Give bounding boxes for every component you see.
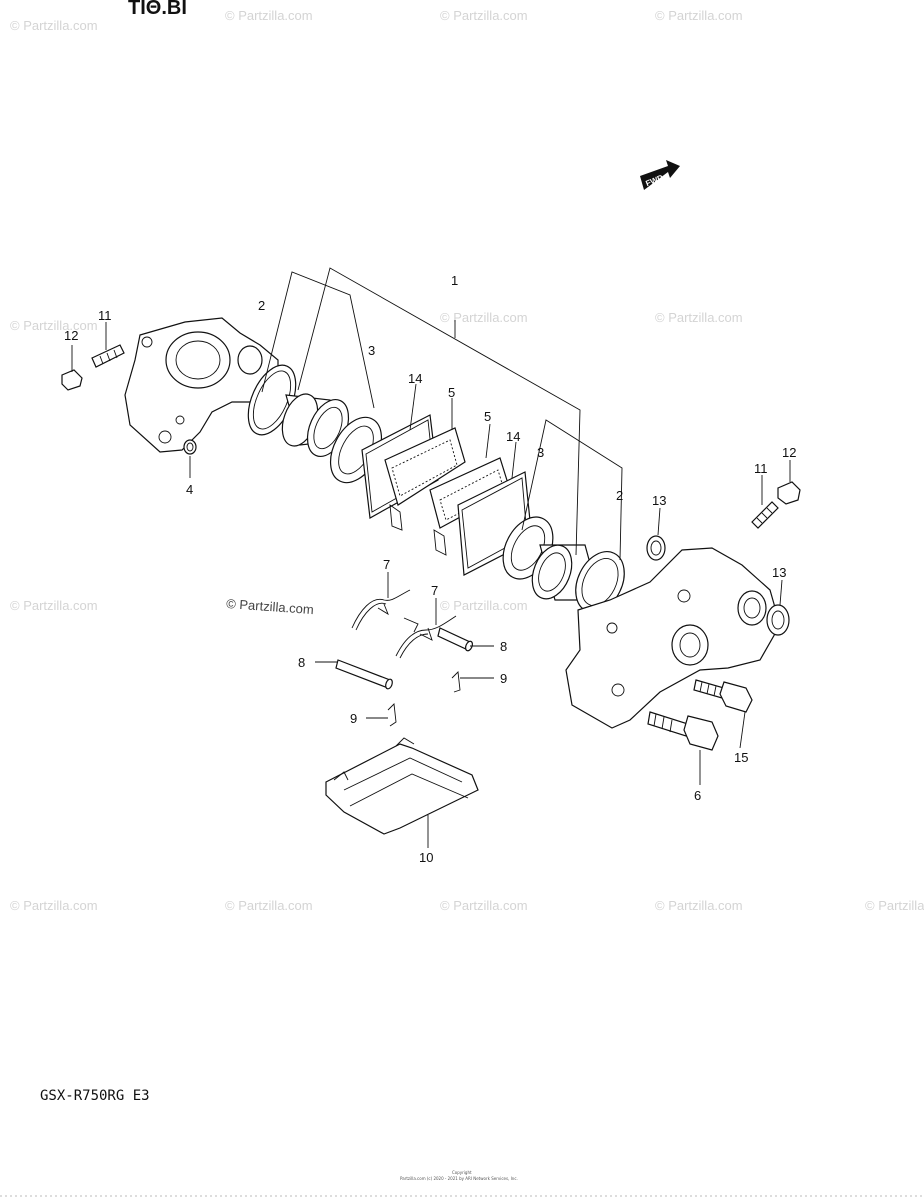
watermark: © Partzilla.com	[10, 18, 98, 33]
callout-8: 8	[500, 639, 507, 654]
model-code: GSX-R750RG E3	[40, 1088, 150, 1104]
part-7-spring-right	[395, 615, 457, 659]
part-9-clip-lower	[387, 703, 397, 727]
watermark: © Partzilla.com	[10, 598, 98, 613]
watermark: © Partzilla.com	[440, 898, 528, 913]
header-fragment: ΤΙΘ.ΒΙ	[128, 0, 187, 19]
callout-labels: 1 2 3 11 12 4 14 5 5 14 3 2 13 11 12 13 …	[64, 273, 796, 865]
footer-copyright-line2: Partzilla.com (c) 2020 - 2021 by ARI Net…	[400, 1176, 518, 1181]
callout-13: 13	[772, 565, 786, 580]
callout-12: 12	[64, 328, 78, 343]
watermark: © Partzilla.com	[865, 898, 924, 913]
watermark: © Partzilla.com	[655, 8, 743, 23]
caliper-half-right	[565, 547, 781, 729]
part-4-washer	[183, 439, 197, 455]
callout-1: 1	[451, 273, 458, 288]
callout-14: 14	[506, 429, 520, 444]
part-13-washer-lower	[766, 604, 790, 636]
callout-15: 15	[734, 750, 748, 765]
part-12-cap-right	[777, 481, 801, 505]
footer-copyright-line1: Copyright	[452, 1170, 472, 1175]
callout-11: 11	[754, 461, 768, 476]
fwd-arrow-icon: FWD	[640, 160, 680, 190]
callout-12: 12	[782, 445, 796, 460]
callout-5: 5	[484, 409, 491, 424]
part-6-bolt	[647, 711, 719, 751]
caliper-half-left	[124, 317, 279, 453]
part-13-washer-upper	[646, 535, 666, 561]
part-11-bleeder-left	[91, 344, 125, 368]
part-10-cover	[325, 737, 479, 835]
callout-3: 3	[537, 445, 544, 460]
callout-9: 9	[350, 711, 357, 726]
callout-14: 14	[408, 371, 422, 386]
watermark: © Partzilla.com	[225, 898, 313, 913]
callout-10: 10	[419, 850, 433, 865]
part-8-pin-left	[335, 659, 393, 690]
callout-13: 13	[652, 493, 666, 508]
callout-9: 9	[500, 671, 507, 686]
watermark: © Partzilla.com	[440, 598, 528, 613]
part-2-seal-right	[575, 551, 625, 613]
part-15-bolt	[693, 679, 753, 713]
callout-4: 4	[186, 482, 193, 497]
callout-7: 7	[383, 557, 390, 572]
part-12-cap-left	[61, 369, 83, 391]
callout-7: 7	[431, 583, 438, 598]
callout-5: 5	[448, 385, 455, 400]
watermark: © Partzilla.com	[10, 318, 98, 333]
callout-2: 2	[616, 488, 623, 503]
watermark: © Partzilla.com	[440, 310, 528, 325]
partzilla-copyright: © Partzilla.com	[226, 596, 314, 617]
watermark: © Partzilla.com	[655, 898, 743, 913]
callout-2: 2	[258, 298, 265, 313]
watermark: © Partzilla.com	[655, 310, 743, 325]
part-5-pad-left	[384, 427, 466, 531]
part-7-spring-left	[351, 589, 411, 631]
assembly-bracket-1	[261, 267, 623, 561]
watermark-layer: © Partzilla.com © Partzilla.com © Partzi…	[10, 8, 924, 913]
watermark: © Partzilla.com	[10, 898, 98, 913]
part-11-bleeder-right	[751, 501, 779, 529]
part-9-clip-upper	[451, 671, 461, 693]
watermark: © Partzilla.com	[225, 8, 313, 23]
callout-3: 3	[368, 343, 375, 358]
watermark: © Partzilla.com	[440, 8, 528, 23]
callout-11: 11	[98, 308, 112, 323]
part-8-pin-right	[437, 627, 474, 652]
callout-6: 6	[694, 788, 701, 803]
leader-lines	[71, 322, 791, 848]
callout-8: 8	[298, 655, 305, 670]
